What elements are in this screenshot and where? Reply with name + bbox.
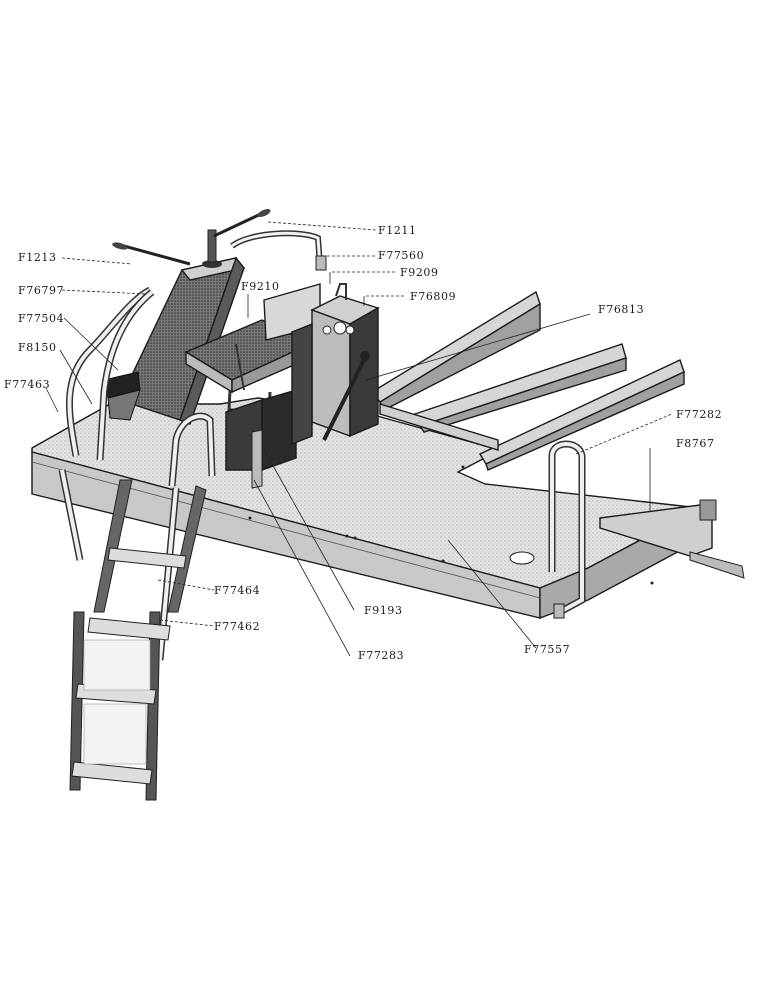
left-handrail <box>65 286 155 461</box>
label-F9209: F9209 <box>400 266 439 279</box>
label-F76797: F76797 <box>18 284 64 297</box>
label-F77463: F77463 <box>4 378 50 391</box>
rear-extension <box>599 499 745 579</box>
label-F77462: F77462 <box>214 620 260 633</box>
label-F77557: F77557 <box>524 643 570 656</box>
label-F9193: F9193 <box>364 604 403 617</box>
part-labels: F1211 F77560 F9209 F76809 F76813 F1213 F… <box>4 224 722 662</box>
label-F1213: F1213 <box>18 251 57 264</box>
ladder <box>69 479 207 801</box>
label-F77283: F77283 <box>358 649 404 662</box>
platform-deck <box>31 397 703 620</box>
label-F77560: F77560 <box>378 249 424 262</box>
right-handrail <box>548 440 586 619</box>
leader-lines <box>45 221 673 657</box>
side-rails <box>370 290 685 471</box>
label-F8150: F8150 <box>18 341 57 354</box>
label-F76809: F76809 <box>410 290 456 303</box>
label-F8767: F8767 <box>676 437 715 450</box>
seat <box>184 283 321 489</box>
label-F77464: F77464 <box>214 584 260 597</box>
label-F1211: F1211 <box>378 224 417 237</box>
label-F9210: F9210 <box>241 280 280 293</box>
foot-pedal <box>103 371 141 421</box>
control-box <box>291 283 380 446</box>
label-F77282: F77282 <box>676 408 722 421</box>
label-F77504: F77504 <box>18 312 64 325</box>
label-F76813: F76813 <box>598 303 644 316</box>
